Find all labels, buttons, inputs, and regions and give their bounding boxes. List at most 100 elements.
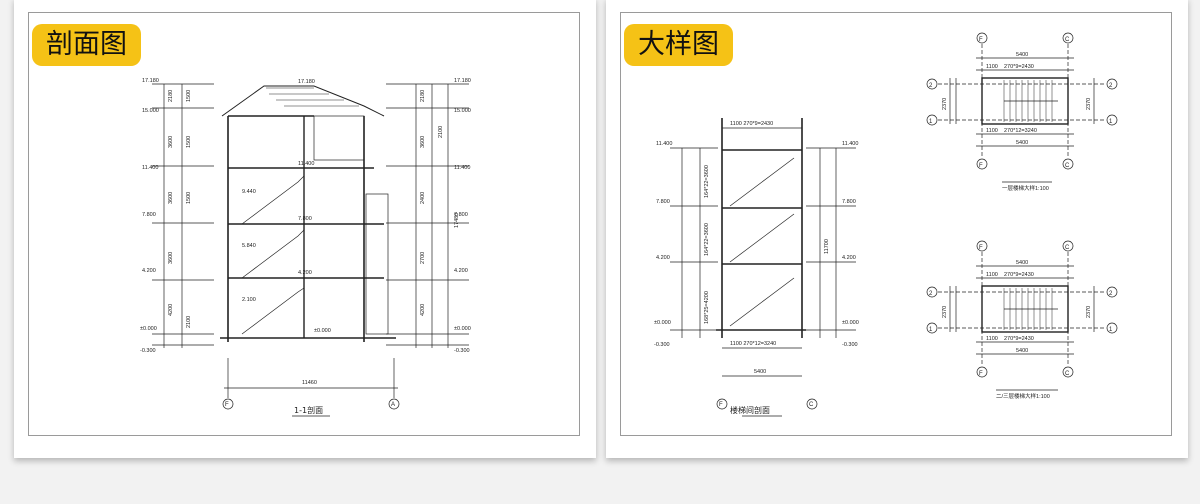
right-level-labels: 17.180 15.000 11.400 7.800 4.200 ±0.000 … — [454, 78, 471, 354]
axis-label: F — [979, 163, 983, 169]
level-label: 11.400 — [656, 141, 672, 147]
dim-label: 2370 — [1086, 306, 1092, 318]
level-label: 17.180 — [142, 78, 159, 84]
dim-label: 3600 — [168, 136, 174, 148]
level-label: 4.200 — [842, 255, 856, 261]
dim-label: 270*9=2430 — [1004, 64, 1034, 70]
axis-label-f: F — [719, 402, 723, 408]
dim-label: 2180 — [168, 90, 174, 102]
section-drawing: 17.180 15.000 11.400 7.800 4.200 ±0.000 … — [140, 78, 471, 417]
level-label: 17.180 — [454, 78, 471, 84]
axis-label: C — [1065, 163, 1070, 169]
level-label: 4.200 — [142, 268, 156, 274]
dim-label: 17480 — [454, 213, 460, 228]
level-label: ±0.000 — [454, 326, 471, 332]
level-label: 15.000 — [454, 108, 471, 114]
axis-label: C — [1065, 245, 1070, 251]
dim-label: 270*12=3240 — [1004, 128, 1037, 134]
level-label: 4.200 — [298, 270, 312, 276]
axis-label: C — [1065, 371, 1070, 377]
axis-label: F — [979, 371, 983, 377]
level-label: 9.440 — [242, 189, 256, 195]
drawing-frame — [28, 12, 580, 436]
axis-label-a: A — [391, 402, 395, 408]
level-label: ±0.000 — [842, 320, 859, 326]
axis-label: C — [1065, 37, 1070, 43]
level-label: 7.800 — [842, 199, 856, 205]
level-label: 11.400 — [298, 161, 314, 167]
level-label: ±0.000 — [314, 328, 331, 334]
dim-label: 270*9=2430 — [1004, 272, 1034, 278]
drawing-frame — [620, 12, 1172, 436]
level-label: 17.180 — [298, 79, 315, 85]
bottom-dim-label: 1100 270*12=3240 — [730, 341, 776, 347]
dim-label: 1500 — [186, 90, 192, 102]
level-label: 7.800 — [656, 199, 670, 205]
plan1-caption: 一层楼梯大样1:100 — [1002, 184, 1049, 192]
level-label: ±0.000 — [654, 320, 671, 326]
level-label: 5.840 — [242, 243, 256, 249]
dim-label: 5400 — [1016, 52, 1028, 58]
right-dim-labels: 2180 3600 2400 2700 4200 2100 17480 — [420, 90, 460, 316]
axis-label: 1 — [1109, 327, 1113, 333]
dim-label: 5400 — [1016, 140, 1028, 146]
dim-label: 5400 — [1016, 348, 1028, 354]
axis-label-c: C — [809, 402, 814, 408]
dim-label: 5400 — [1016, 260, 1028, 266]
total-label: 11700 — [824, 239, 830, 254]
level-label: 11.400 — [842, 141, 858, 147]
plan2-caption: 二/三层楼梯大样1:100 — [996, 392, 1050, 400]
total-width-label: 11460 — [302, 380, 317, 386]
axis-label: 2 — [929, 83, 933, 89]
top-dim-label: 1100 270*9=2430 — [730, 121, 773, 127]
axis-label: 2 — [929, 291, 933, 297]
level-label: 11.400 — [142, 165, 158, 171]
axis-label: 1 — [929, 119, 933, 125]
dim-label: 1500 — [186, 136, 192, 148]
level-label: 4.200 — [656, 255, 670, 261]
flight-label: 164*22=3600 — [704, 165, 710, 198]
dim-label: 2400 — [420, 192, 426, 204]
level-label: 7.800 — [142, 212, 156, 218]
level-label: ±0.000 — [140, 326, 157, 332]
level-label: -0.300 — [454, 348, 470, 354]
dim-label: 2100 — [438, 126, 444, 138]
dim-label: 1100 — [986, 64, 998, 70]
overall-dim-label: 5400 — [754, 369, 766, 375]
level-label: -0.300 — [140, 348, 156, 354]
left-level-labels: 17.180 15.000 11.400 7.800 4.200 ±0.000 … — [140, 78, 159, 354]
flight-label: 164*22=3600 — [704, 223, 710, 256]
axis-label: 2 — [1109, 83, 1113, 89]
dim-label: 2700 — [420, 252, 426, 264]
dim-label: 3600 — [420, 136, 426, 148]
level-label: 7.800 — [298, 216, 312, 222]
axis-label: 1 — [1109, 119, 1113, 125]
level-label: 15.000 — [142, 108, 159, 114]
level-label: 2.100 — [242, 297, 256, 303]
detail-tag: 大样图 — [624, 24, 733, 66]
axis-label: 2 — [1109, 291, 1113, 297]
axis-label: F — [979, 37, 983, 43]
dim-label: 1100 — [986, 336, 998, 342]
detail-drawing: 1100 270*9=2430 1100 270*12=3240 5400 11… — [654, 32, 1118, 417]
level-label: 11.400 — [454, 165, 470, 171]
dim-label: 270*9=2430 — [1004, 336, 1034, 342]
level-label: -0.300 — [654, 342, 670, 348]
dim-label: 2370 — [1086, 98, 1092, 110]
level-label: 7.800 — [454, 212, 468, 218]
dim-label: 2100 — [186, 316, 192, 328]
section-panel: 剖面图 — [14, 0, 596, 458]
section-caption: 楼梯间剖面 — [730, 405, 770, 415]
inner-level-labels: 17.180 11.400 9.440 7.800 5.840 4.200 2.… — [242, 79, 331, 334]
dim-label: 3600 — [168, 252, 174, 264]
axis-label: F — [979, 245, 983, 251]
dim-label: 2370 — [942, 306, 948, 318]
detail-panel: 大样图 — [606, 0, 1188, 458]
dim-label: 4200 — [168, 304, 174, 316]
axis-label: 1 — [929, 327, 933, 333]
level-label: -0.300 — [842, 342, 858, 348]
dim-label: 1100 — [986, 272, 998, 278]
section-tag: 剖面图 — [32, 24, 141, 66]
section-caption: 1-1剖面 — [294, 405, 323, 415]
axis-label-f: F — [225, 402, 229, 408]
